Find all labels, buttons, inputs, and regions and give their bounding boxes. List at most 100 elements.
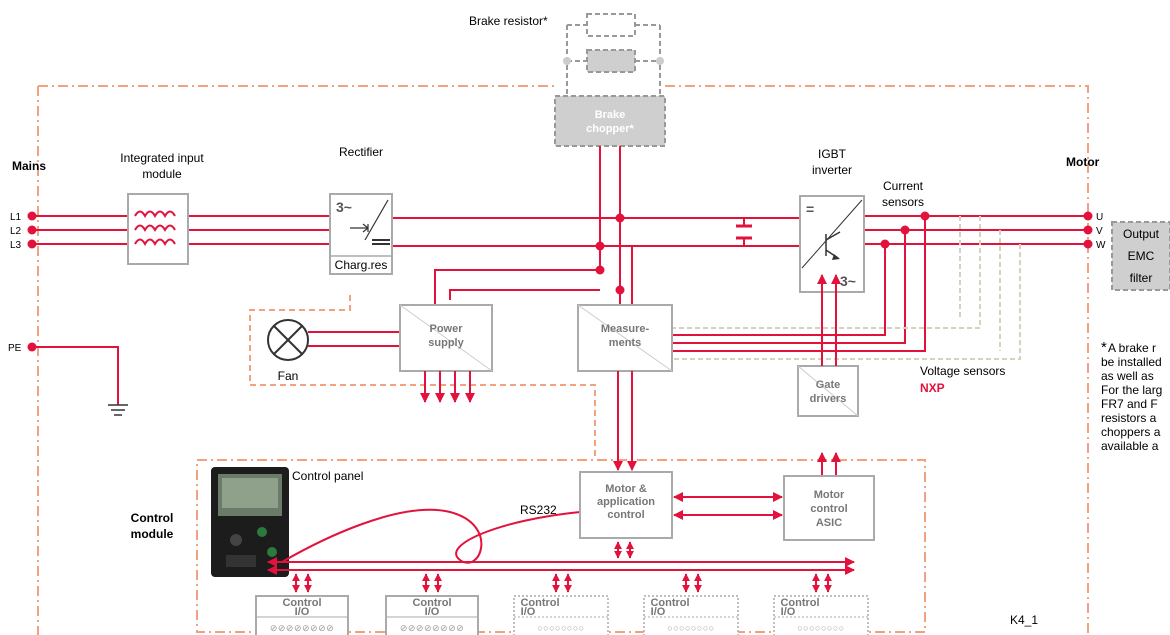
brake-resistor-label: Brake resistor* bbox=[469, 14, 548, 28]
motor-app-label-1: Motor & bbox=[605, 483, 647, 495]
voltage-sensor-lines bbox=[672, 216, 1021, 360]
footnote-star: * bbox=[1101, 339, 1107, 356]
motor-app-label-2: application bbox=[597, 496, 655, 508]
control-io-3-terminals: ○○○○○○○○ bbox=[537, 623, 585, 633]
v-label: V bbox=[1096, 226, 1103, 237]
control-io-5-label-2: I/O bbox=[781, 606, 796, 618]
motor-control-asic: Motor control ASIC bbox=[783, 475, 875, 541]
figure-id: K4_1 bbox=[1010, 613, 1038, 627]
l3-label: L3 bbox=[10, 240, 22, 251]
measurements-label-2: ments bbox=[609, 337, 641, 349]
control-panel-label: Control panel bbox=[292, 469, 363, 483]
control-io-1-label-1: Control bbox=[282, 597, 321, 609]
control-io-3-label-2: I/O bbox=[521, 606, 536, 618]
control-asic-link bbox=[673, 492, 783, 520]
control-io-4-terminals: ○○○○○○○○ bbox=[667, 623, 715, 633]
motor-asic-label-1: Motor bbox=[814, 489, 845, 501]
brake-chopper-label-1: Brake bbox=[595, 109, 626, 121]
l2-label: L2 bbox=[10, 226, 22, 237]
gate-drivers: Gate drivers bbox=[797, 365, 859, 417]
footnote-line-2: be installed bbox=[1101, 355, 1162, 369]
control-io-4-label-1: Control bbox=[650, 597, 689, 609]
control-io-1: Control I/O ⊘⊘⊘⊘⊘⊘⊘⊘ bbox=[255, 595, 349, 635]
integrated-input-module bbox=[127, 193, 189, 265]
motor-asic-label-3: ASIC bbox=[816, 517, 842, 529]
output-emc-filter bbox=[1111, 221, 1170, 291]
rs232-label: RS232 bbox=[520, 503, 557, 517]
brake-chopper-label-2: chopper* bbox=[586, 123, 634, 135]
output-emc-label-2: EMC bbox=[1128, 249, 1155, 263]
motor-label: Motor bbox=[1066, 155, 1100, 169]
current-sensors-label-2: sensors bbox=[882, 195, 924, 209]
rectifier-label: Rectifier bbox=[339, 145, 383, 159]
control-panel-device bbox=[211, 467, 289, 577]
output-emc-label-3: filter bbox=[1130, 271, 1153, 285]
brake-chopper: Brake chopper* bbox=[554, 95, 666, 147]
l1-label: L1 bbox=[10, 212, 22, 223]
footnote-line-5: FR7 and F bbox=[1101, 397, 1158, 411]
pe-label: PE bbox=[8, 343, 22, 354]
inverter-dc-symbol: = bbox=[806, 201, 814, 217]
measurements-to-control bbox=[613, 371, 637, 471]
motor-application-control: Motor & application control bbox=[579, 471, 673, 539]
control-io-5-terminals: ○○○○○○○○ bbox=[797, 623, 845, 633]
rectifier-symbol: 3~ bbox=[336, 199, 352, 215]
charg-res-label: Charg.res bbox=[335, 258, 388, 272]
igbt-label-1: IGBT bbox=[818, 147, 847, 161]
power-supply-outputs bbox=[420, 371, 475, 403]
control-io-3-optional: Control I/O ○○○○○○○○ bbox=[513, 595, 609, 635]
footnote-line-1: A brake r bbox=[1108, 341, 1156, 355]
mains-label: Mains bbox=[12, 159, 46, 173]
footnote-line-7: choppers a bbox=[1101, 425, 1161, 439]
measurements-label-1: Measure- bbox=[601, 323, 650, 335]
control-io-2: Control I/O ⊘⊘⊘⊘⊘⊘⊘⊘ bbox=[385, 595, 479, 635]
power-supply: Power supply bbox=[399, 304, 493, 372]
motor-asic-label-2: control bbox=[810, 503, 847, 515]
charg-res-link-dashed bbox=[249, 295, 596, 460]
footnote-line-8: available a bbox=[1101, 439, 1159, 453]
integrated-input-label-2: module bbox=[142, 167, 182, 181]
inverter-ac-symbol: 3~ bbox=[840, 273, 856, 289]
control-io-2-label-2: I/O bbox=[425, 606, 440, 618]
u-label: U bbox=[1096, 212, 1103, 223]
measurements: Measure- ments bbox=[577, 304, 673, 372]
control-io-5-label-1: Control bbox=[780, 597, 819, 609]
footnote-line-3: as well as bbox=[1101, 369, 1154, 383]
control-bus bbox=[267, 541, 855, 593]
brake-resistor bbox=[563, 13, 664, 100]
power-supply-label-2: supply bbox=[428, 337, 464, 349]
rs232-cable bbox=[281, 508, 581, 564]
rectifier bbox=[329, 193, 393, 275]
nxp-label: NXP bbox=[920, 381, 945, 395]
w-label: W bbox=[1096, 240, 1106, 251]
gate-drivers-label-2: drivers bbox=[810, 393, 847, 405]
footnote-line-4: For the larg bbox=[1101, 383, 1162, 397]
output-emc-label-1: Output bbox=[1123, 227, 1160, 241]
fan bbox=[267, 319, 309, 361]
control-io-3-label-1: Control bbox=[520, 597, 559, 609]
control-module-label-1: Control bbox=[131, 511, 174, 525]
footnote: * A brake r be installed as well as For … bbox=[1101, 339, 1162, 453]
control-io-1-label-2: I/O bbox=[295, 606, 310, 618]
integrated-input-label-1: Integrated input bbox=[120, 151, 204, 165]
current-sensors-label-1: Current bbox=[883, 179, 924, 193]
pe-ground bbox=[108, 404, 128, 416]
control-io-5-optional: Control I/O ○○○○○○○○ bbox=[773, 595, 869, 635]
drive-enclosure bbox=[37, 85, 1089, 635]
control-io-2-terminals: ⊘⊘⊘⊘⊘⊘⊘⊘ bbox=[400, 623, 464, 633]
gate-drivers-label-1: Gate bbox=[816, 379, 840, 391]
control-io-4-label-2: I/O bbox=[651, 606, 666, 618]
control-io-1-terminals: ⊘⊘⊘⊘⊘⊘⊘⊘ bbox=[270, 623, 334, 633]
junction-dots bbox=[27, 211, 1093, 352]
control-io-4-optional: Control I/O ○○○○○○○○ bbox=[643, 595, 739, 635]
footnote-line-6: resistors a bbox=[1101, 411, 1157, 425]
control-io-2-label-1: Control bbox=[412, 597, 451, 609]
voltage-sensors-label: Voltage sensors bbox=[920, 364, 1005, 378]
control-module-label-2: module bbox=[131, 527, 174, 541]
power-supply-label-1: Power bbox=[429, 323, 463, 335]
motor-app-label-3: control bbox=[607, 509, 644, 521]
igbt-label-2: inverter bbox=[812, 163, 852, 177]
fan-label: Fan bbox=[278, 369, 299, 383]
gate-drive-signals bbox=[817, 274, 841, 476]
